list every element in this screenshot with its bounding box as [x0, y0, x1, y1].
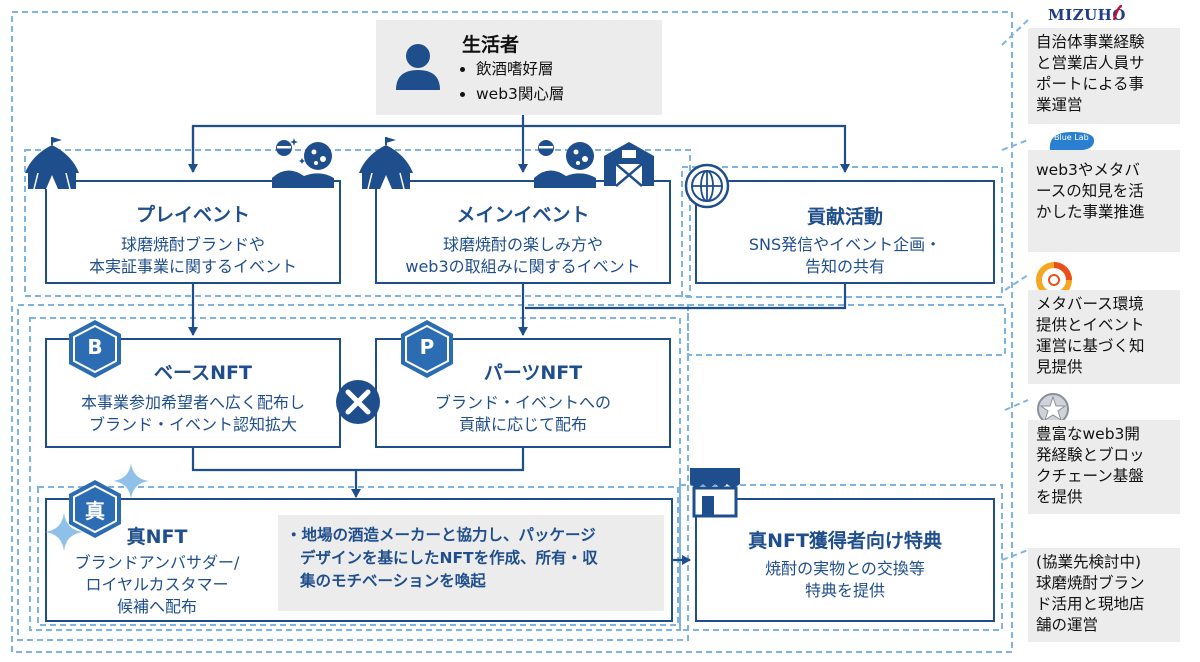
- partner-text: 発経験とブロッ: [1036, 446, 1145, 464]
- base-badge-label: B: [87, 335, 103, 359]
- partner-card-metaverse: メタバース環境 提供とイベント 運営に基づく知 見提供: [1028, 290, 1180, 384]
- parts-badge-label: P: [419, 335, 435, 359]
- consumer-title: 生活者: [462, 34, 520, 56]
- true-nft-desc-2: ロイヤルカスタマー: [85, 575, 229, 594]
- night-landscape-icon: [272, 138, 334, 188]
- main-event-title: メインイベント: [456, 204, 590, 226]
- parts-nft-desc-2: 貢献に応じて配布: [458, 415, 587, 434]
- shop-icon: [690, 468, 740, 518]
- true-nft-desc-3: 候補へ配布: [116, 597, 197, 616]
- true-nft-note-2: デザインを基にしたNFTを作成、所有・収: [300, 549, 598, 567]
- night-landscape-icon: [534, 140, 596, 188]
- consumer-list: 飲酒嗜好層 web3関心層: [456, 57, 564, 107]
- partner-text: クチェーン基盤: [1036, 467, 1144, 485]
- partner-text: ースの知見を活: [1036, 182, 1144, 200]
- flow-connectors: [188, 115, 850, 565]
- partner-text: かした事業推進: [1036, 203, 1145, 221]
- true-nft-desc-1: ブランドアンバサダー/: [74, 553, 240, 572]
- globe-icon: [684, 163, 730, 209]
- partner-text: と営業店人員サ: [1036, 54, 1145, 72]
- partner-card-blockchain: 豊富なweb3開 発経験とブロッ クチェーン基盤 を提供: [1028, 420, 1180, 514]
- benefit-desc-2: 特典を提供: [804, 581, 885, 600]
- partner-text: 豊富なweb3開: [1036, 425, 1140, 443]
- partner-card-store: (協業先検討中) 球磨焼酎ブラン ド活用と現地店 舗の運営: [1028, 548, 1180, 642]
- parts-nft-desc-1: ブランド・イベントへの: [434, 393, 611, 412]
- contribution-title: 貢献活動: [806, 206, 883, 228]
- benefit-desc-1: 焼酎の実物との交換等: [765, 559, 925, 578]
- partner-text: メタバース環境: [1036, 295, 1144, 313]
- contribution-desc-2: 告知の共有: [804, 257, 885, 276]
- partner-text: 自治体事業経験: [1036, 33, 1145, 51]
- partner-text: 提供とイベント: [1036, 316, 1145, 334]
- pre-event-box: プレイベント 球磨焼酎ブランドや 本実証事業に関するイベント: [45, 180, 341, 284]
- true-nft-note-3: 集のモチベーションを喚起: [300, 572, 486, 590]
- tent-icon: [359, 137, 413, 190]
- parts-nft-title: パーツNFT: [483, 362, 583, 384]
- benefit-title: 真NFT獲得者向け特典: [748, 530, 942, 552]
- partner-text: (協業先検討中): [1036, 553, 1142, 571]
- partner-text: 舗の運営: [1036, 616, 1099, 634]
- true-badge-icon: [69, 480, 121, 538]
- dashed-frames: [11, 11, 1029, 653]
- partner-card-mizuho: 自治体事業経験 と営業店人員サ ポートによる事 業運営: [1028, 28, 1180, 124]
- sparkle-icon: [45, 513, 83, 551]
- base-nft-desc-1: 本事業参加希望者へ広く配布し: [80, 393, 305, 412]
- partner-text: 球磨焼酎ブラン: [1036, 574, 1145, 592]
- partner-card-bluelab: web3やメタバ ースの知見を活 かした事業推進: [1028, 150, 1180, 252]
- person-icon: [396, 44, 440, 90]
- partner-text: 業運営: [1036, 96, 1083, 114]
- partner-text: 運営に基づく知: [1036, 337, 1145, 355]
- mizuho-logo: MIZUHO: [1048, 6, 1126, 24]
- consumer-box: [376, 20, 662, 115]
- true-nft-note-1: ・地場の酒造メーカーと協力し、パッケージ: [286, 526, 596, 544]
- pre-event-title: プレイベント: [135, 204, 250, 226]
- base-nft-title: ベースNFT: [154, 362, 252, 384]
- bluelab-logo: Blue Lab: [1054, 133, 1089, 142]
- true-badge-label: 真: [85, 499, 105, 523]
- main-event-desc-1: 球磨焼酎の楽しみ方や: [442, 235, 603, 254]
- partner-text: ド活用と現地店: [1036, 595, 1145, 613]
- true-nft-note-box: [278, 515, 664, 611]
- benefit-box: 真NFT獲得者向け特典 焼酎の実物との交換等 特典を提供: [695, 498, 995, 622]
- bluelab-logo-shape: [1049, 132, 1095, 151]
- partner-text: を提供: [1036, 488, 1083, 506]
- partner-text: ポートによる事: [1036, 75, 1145, 93]
- cross-icon: [336, 380, 380, 424]
- pre-event-desc-2: 本実証事業に関するイベント: [88, 257, 297, 276]
- mizuho-logo-mark: [1112, 4, 1123, 21]
- base-badge-icon: [69, 320, 121, 378]
- true-nft-title: 真NFT: [126, 526, 188, 548]
- main-event-desc-2: web3の取組みに関するイベント: [405, 257, 641, 276]
- consumer-item: web3関心層: [476, 82, 564, 107]
- contribution-desc-1: SNS発信やイベント企画・: [748, 235, 942, 254]
- tent-icon: [25, 137, 79, 190]
- sparkle-icon: [113, 463, 149, 499]
- parts-badge-icon: [401, 320, 453, 378]
- partner-text: 見提供: [1036, 358, 1083, 376]
- main-event-box: メインイベント 球磨焼酎の楽しみ方や web3の取組みに関するイベント: [375, 180, 671, 284]
- barn-icon: [604, 142, 654, 187]
- base-nft-desc-2: ブランド・イベント認知拡大: [88, 415, 297, 434]
- partner-text: web3やメタバ: [1036, 161, 1140, 179]
- consumer-item: 飲酒嗜好層: [476, 57, 564, 82]
- contribution-box: 貢献活動 SNS発信やイベント企画・ 告知の共有: [695, 180, 995, 284]
- pre-event-desc-1: 球磨焼酎ブランドや: [120, 235, 265, 254]
- parts-nft-box: パーツNFT ブランド・イベントへの 貢献に応じて配布: [375, 338, 671, 448]
